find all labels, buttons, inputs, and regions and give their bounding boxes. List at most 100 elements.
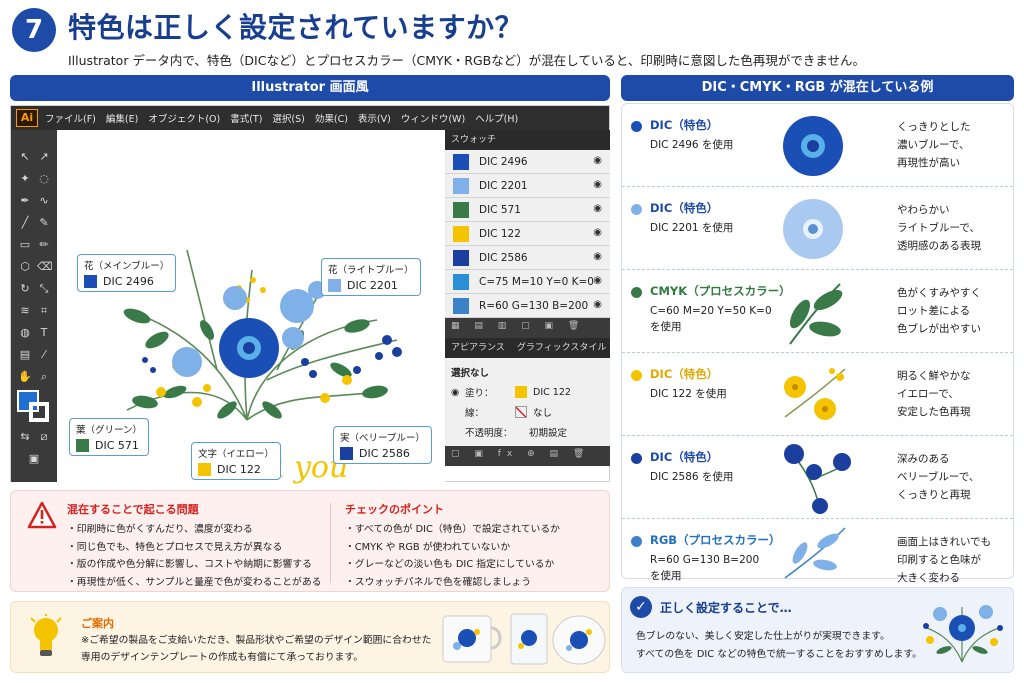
checkpoints-list: すべての色が DIC（特色）で設定されているか CMYK や RGB が使われて… [345,521,560,591]
stroke-color-swatch[interactable] [29,402,49,422]
tool-bar: ↖ ↗ ✦ ◌ ✒ ∿ ╱ ✎ ▭ ✏ ⬡ ⌫ ↻ ⤡ ≋ ⌗ ◍ T ▤ ⁄ … [11,130,57,482]
spot-color-icon: ◉ [593,251,602,262]
list-item: グレーなどの淡い色も DIC 指定にしているか [345,556,560,574]
swatch-chip [453,153,469,170]
page-title: 特色は正しく設定されていますか？ [68,11,524,44]
eyedropper-tool-icon[interactable]: ⁄ [43,348,45,361]
scale-tool-icon[interactable]: ⤡ [39,282,49,295]
menu-bar: Ai ファイル(F) 編集(E) オブジェクト(O) 書式(T) 選択(S) 効… [11,106,609,130]
tab-appearance[interactable]: アピアランス [451,343,505,353]
menu-effect[interactable]: 効果(C) [314,114,348,125]
shaper-tool-icon[interactable]: ⬡ [20,260,30,273]
list-item: すべての色が DIC（特色）で設定されているか [345,521,560,539]
green-leaf-image [789,283,843,345]
spot-color-icon: ◉ [593,299,602,310]
swatch-label: C=75 M=10 Y=0 K=0 [479,275,594,288]
tab-graphic-styles[interactable]: グラフィックスタイル [516,343,607,353]
example-code: DIC 2586 を使用 [650,471,734,483]
example-row: CMYK（プロセスカラー） C=60 M=20 Y=50 K=0 を使用 色がく… [622,270,1013,353]
warning-icon [27,501,57,529]
problems-list: 印刷時に色がくすんだり、濃度が変わる 同じ色でも、特色とプロセスで見え方が異なる… [67,521,322,591]
selection-tool-icon[interactable]: ↖ [20,150,30,163]
menu-select[interactable]: 選択(S) [272,114,305,125]
type-tool-icon[interactable]: T [40,326,48,339]
example-row: DIC（特色） DIC 2201 を使用 やわらかい ライトブルーで、 透明感の… [622,187,1013,270]
rectangle-tool-icon[interactable]: ▭ [19,238,31,251]
example-code: C=60 M=20 Y=50 K=0 を使用 [650,305,772,333]
swatch-chip [453,297,469,314]
color-dot [631,204,642,215]
callout-label: 花（メインブルー） [84,261,170,272]
swatch-item[interactable]: DIC 2586◉ [445,246,610,270]
callout-label: 実（ベリーブルー） [340,433,425,444]
lasso-tool-icon[interactable]: ◌ [39,172,49,185]
swatch-panel-footer-icons[interactable]: ▦ ▤ ▥ ▢ ▣ 🗑 [445,318,610,338]
list-item: CMYK や RGB が使われていないか [345,539,560,557]
swatch-item[interactable]: R=60 G=130 B=200◉ [445,294,610,318]
appearance-fill-row[interactable]: ◉ 塗り： DIC 122 [451,382,604,402]
pencil-tool-icon[interactable]: ✏ [39,238,49,251]
example-label: DIC（特色） [650,367,719,381]
swatch-item[interactable]: DIC 2201◉ [445,174,610,198]
tab-swatches[interactable]: スウォッチ [451,135,497,145]
free-transform-tool-icon[interactable]: ⌗ [40,304,48,317]
zoom-tool-icon[interactable]: ⌕ [40,370,48,383]
section-number-badge: 7 [12,8,56,52]
menu-object[interactable]: オブジェクト(O) [148,114,221,125]
swatch-chip [453,225,469,242]
menu-view[interactable]: 表示(V) [357,114,391,125]
swatch-label: DIC 571 [479,203,521,216]
color-dot [631,370,642,381]
bouquet-image [923,605,1003,663]
divider [330,503,331,583]
no-color-icon[interactable]: ⧄ [40,430,48,443]
stroke-value: なし [533,408,553,419]
width-tool-icon[interactable]: ≋ [20,304,30,317]
callout-value: DIC 2496 [103,275,154,288]
rotate-tool-icon[interactable]: ↻ [20,282,30,295]
brush-tool-icon[interactable]: ✎ [39,216,49,229]
check-circle-icon: ✓ [630,596,652,618]
example-code: DIC 2496 を使用 [650,139,734,151]
example-description: 深みのある ベリーブルーで、 くっきりと再現 [897,453,980,501]
curvature-tool-icon[interactable]: ∿ [39,194,49,207]
appearance-panel-tabs: アピアランス グラフィックスタイル [445,338,610,358]
line-tool-icon[interactable]: ╱ [21,216,29,229]
appearance-panel-footer-icons[interactable]: ▢ ▣ fx ⊕ ▤ 🗑 [445,446,610,466]
swatch-item[interactable]: DIC 122◉ [445,222,610,246]
magic-wand-tool-icon[interactable]: ✦ [20,172,30,185]
example-description: 色がくすみやすく ロット差による 色ブレが出やすい [897,287,981,335]
swap-colors-icon[interactable]: ⇆ [20,430,30,443]
artboard-canvas[interactable]: Thank you 花（メインブルー） DIC 2496 花（ライトブルー） D… [57,130,445,485]
shape-builder-tool-icon[interactable]: ◍ [20,326,30,339]
menu-file[interactable]: ファイル(F) [45,114,96,125]
eraser-tool-icon[interactable]: ⌫ [37,260,53,273]
appearance-stroke-row[interactable]: 線： なし [451,402,604,422]
swatch-chip [453,177,469,194]
lightbulb-icon [30,614,62,656]
fill-value: DIC 122 [533,386,571,398]
direct-selection-tool-icon[interactable]: ↗ [39,150,49,163]
fill-chip [515,386,527,398]
pen-tool-icon[interactable]: ✒ [20,194,30,207]
gradient-tool-icon[interactable]: ▤ [19,348,31,361]
visibility-eye-icon[interactable]: ◉ [451,386,460,398]
swatch-panel-tab[interactable]: スウォッチ [445,130,610,150]
swatch-item[interactable]: C=75 M=10 Y=0 K=0◉ [445,270,610,294]
menu-type[interactable]: 書式(T) [230,114,263,125]
hand-tool-icon[interactable]: ✋ [18,370,32,383]
screen-mode-icon[interactable]: ▣ [28,452,40,465]
fill-color-swatch[interactable] [17,390,39,412]
appearance-opacity-row[interactable]: 不透明度： 初期設定 [451,422,604,442]
menu-window[interactable]: ウィンドウ(W) [400,114,466,125]
menu-help[interactable]: ヘルプ(H) [475,114,519,125]
callout-label: 文字（イエロー） [198,449,274,460]
swatch-item[interactable]: DIC 2496◉ [445,150,610,174]
opacity-label: 不透明度： [465,428,513,439]
swatch-item[interactable]: DIC 571 ◉ [445,198,610,222]
spot-color-icon: ◉ [593,203,602,214]
callout-value: DIC 571 [95,439,139,452]
menu-edit[interactable]: 編集(E) [105,114,139,125]
fill-label: 塗り： [465,388,494,399]
problems-title: 混在することで起こる問題 [67,503,199,516]
